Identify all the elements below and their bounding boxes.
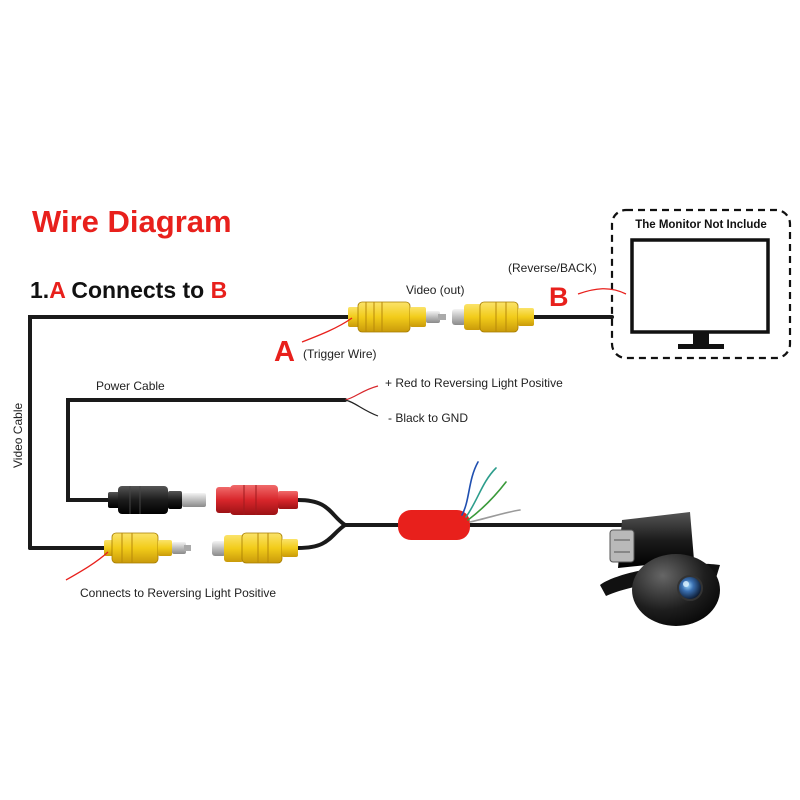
trigger-wire-label: (Trigger Wire) <box>303 347 377 361</box>
monitor-screen <box>630 238 770 334</box>
annotation-curves <box>65 288 627 581</box>
reversing-positive-label: Connects to Reversing Light Positive <box>80 586 276 600</box>
video-cable-label: Video Cable <box>11 403 25 468</box>
camera-dome <box>632 554 720 626</box>
rca-connector-bottom-right <box>212 532 298 564</box>
dc-socket-red <box>216 485 298 515</box>
rca-connector-a <box>348 301 446 333</box>
subtitle-b: B <box>211 277 228 303</box>
red-wire-label: + Red to Reversing Light Positive <box>385 376 563 390</box>
point-a-label: A <box>274 336 295 368</box>
trigger-wires <box>461 461 521 523</box>
rca-connector-video-out <box>452 301 534 333</box>
page-title: Wire Diagram <box>32 204 232 239</box>
subtitle-prefix: 1. <box>30 277 49 303</box>
subtitle-middle: Connects to <box>65 277 211 303</box>
camera <box>600 512 720 626</box>
reverse-back-label: (Reverse/BACK) <box>508 261 597 275</box>
subtitle: 1.A Connects to B <box>30 277 227 303</box>
point-b-label: B <box>549 282 569 312</box>
camera-lens <box>677 575 703 601</box>
junction-block <box>398 510 470 540</box>
black-wire-label: - Black to GND <box>388 411 468 425</box>
monitor: The Monitor Not Include <box>610 208 792 360</box>
rca-connector-bottom-left <box>104 532 191 564</box>
dc-plug-black <box>108 486 206 514</box>
monitor-caption: The Monitor Not Include <box>635 219 767 231</box>
cable-lines <box>28 315 627 550</box>
video-out-label: Video (out) <box>406 283 464 297</box>
subtitle-a: A <box>49 277 65 303</box>
power-wire-split <box>344 385 379 417</box>
power-cable-label: Power Cable <box>96 379 165 393</box>
